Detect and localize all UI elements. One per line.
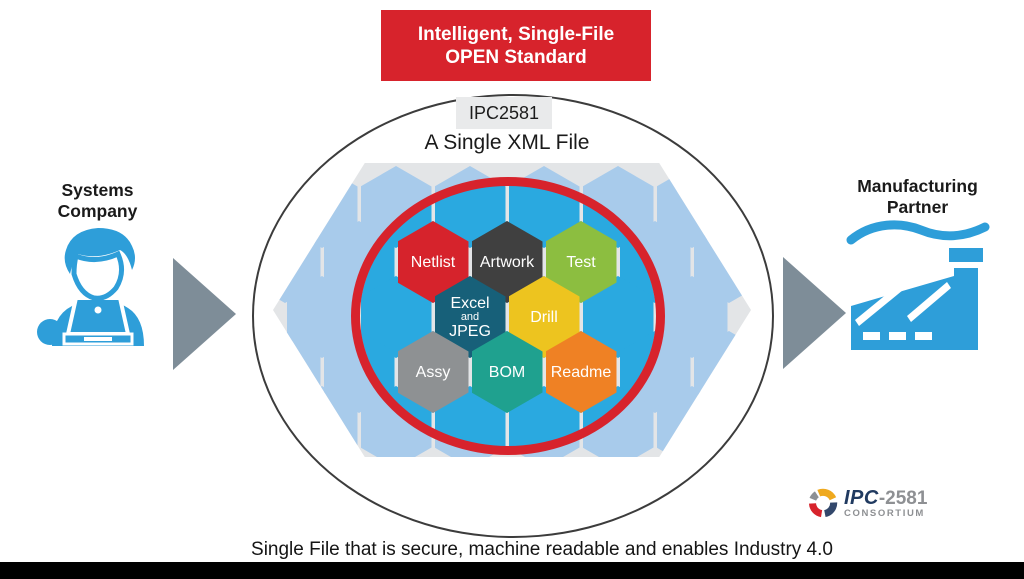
systems-company-label: Systems Company	[25, 180, 170, 222]
logo-number-text: -2581	[878, 487, 928, 509]
bottom-black-bar	[0, 562, 1024, 579]
ipc2581-chip: IPC2581	[456, 97, 552, 129]
systems-label-line2: Company	[57, 201, 138, 221]
red-circle	[351, 177, 665, 455]
banner: Intelligent, Single-File OPEN Standard	[381, 10, 651, 81]
manufacturing-label-line1: Manufacturing	[857, 176, 978, 196]
flow-arrow-right	[783, 257, 846, 369]
ipc-2581-consortium-logo: IPC -2581 CONSORTIUM	[806, 486, 927, 520]
consortium-ring-icon	[808, 488, 838, 518]
xml-file-subtitle: A Single XML File	[424, 131, 590, 154]
manufacturing-label-line2: Partner	[886, 197, 949, 217]
logo-ipc-text: IPC	[844, 486, 879, 509]
systems-label-line1: Systems	[61, 180, 134, 200]
logo-consortium-text: CONSORTIUM	[844, 507, 925, 519]
banner-line1: Intelligent, Single-File	[417, 23, 615, 45]
flow-arrow-left	[173, 258, 236, 370]
person-laptop-icon	[28, 220, 168, 357]
manufacturing-partner-label: Manufacturing Partner	[840, 176, 995, 218]
outer-ellipse	[252, 94, 774, 538]
banner-line2: OPEN Standard	[445, 46, 587, 68]
bottom-caption: Single File that is secure, machine read…	[251, 539, 833, 560]
factory-icon	[843, 218, 993, 361]
